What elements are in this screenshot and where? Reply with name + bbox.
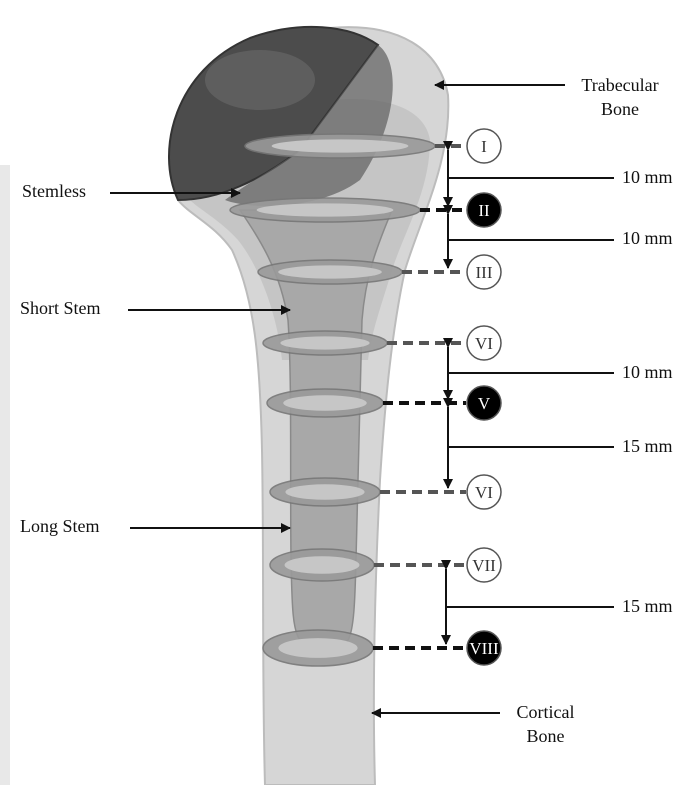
left-margin-strip [0, 165, 10, 785]
trabecular-bone-label: Trabecular Bone [565, 73, 675, 121]
measurement-label: 10 mm [622, 362, 673, 383]
measurement-label: 10 mm [622, 167, 673, 188]
trabecular-label-line2: Bone [565, 97, 675, 121]
section-ring-inner [283, 395, 367, 410]
cortical-label-line1: Cortical [498, 700, 593, 724]
measurement-label: 15 mm [622, 596, 673, 617]
measurement-label: 15 mm [622, 436, 673, 457]
section-numeral: VI [475, 483, 493, 502]
short-stem-label: Short Stem [20, 298, 101, 319]
section-ring-inner [278, 265, 382, 278]
section-ring-inner [278, 638, 357, 658]
section-ring-inner [285, 556, 360, 574]
section-numeral: VII [472, 556, 496, 575]
long-stem-label: Long Stem [20, 516, 100, 537]
stemless-label: Stemless [22, 181, 86, 202]
section-numeral: VI [475, 334, 493, 353]
section-ring-inner [280, 336, 369, 349]
section-numeral: I [481, 137, 487, 156]
cortical-bone-label: Cortical Bone [498, 700, 593, 748]
trabecular-label-line1: Trabecular [565, 73, 675, 97]
section-numeral: II [478, 201, 490, 220]
section-numeral: VIII [469, 639, 499, 658]
measurement-label: 10 mm [622, 228, 673, 249]
section-ring-inner [285, 484, 364, 499]
section-numeral: V [478, 394, 491, 413]
section-ring-inner [272, 139, 409, 152]
section-ring-inner [257, 203, 394, 216]
cortical-label-line2: Bone [498, 724, 593, 748]
head-highlight [205, 50, 315, 110]
section-numeral: III [476, 263, 493, 282]
